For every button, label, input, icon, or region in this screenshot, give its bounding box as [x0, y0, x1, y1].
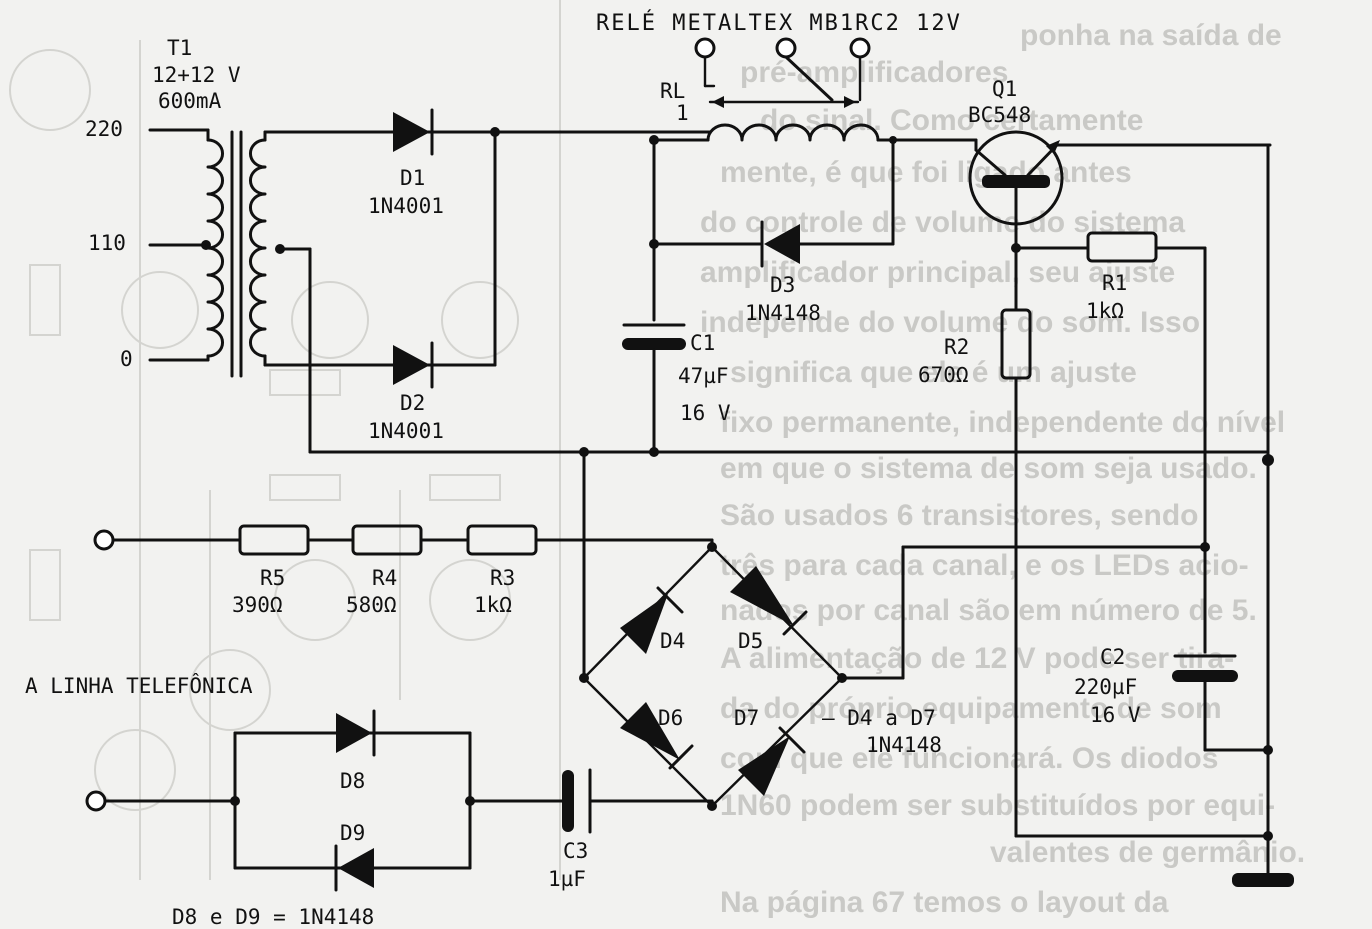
bg-line-19: Na página 67 temos o layout da: [720, 886, 1169, 919]
d8-d9-note: D8 e D9 = 1N4148: [172, 905, 374, 929]
q1-label: Q1: [992, 77, 1017, 101]
bg-line-2: pré-amplificadores: [740, 56, 1008, 89]
r4-label: R4: [372, 566, 397, 590]
diode-d6: [620, 702, 694, 770]
d7-label: D7: [734, 706, 759, 730]
capacitor-c2: C2 220µF 16 V: [1074, 645, 1270, 752]
resistor-r5: [238, 524, 310, 556]
bg-line-18: valentes de germânio.: [990, 836, 1305, 869]
phone-line-label: A LINHA TELEFÔNICA: [25, 673, 253, 698]
resistor-r1: R1 1kΩ: [1014, 231, 1210, 654]
d4-d7-note: — D4 a D7: [822, 706, 936, 730]
input-0-label: 0: [120, 347, 133, 371]
transformer-t1: T1 12+12 V 600mA 220 110 0: [85, 36, 285, 378]
t1-rating-label: 12+12 V: [152, 63, 241, 87]
ground-rail: [579, 143, 1294, 887]
ground-symbol: [1232, 873, 1294, 887]
resistor-r3: [466, 524, 538, 556]
c3-value-label: 1µF: [548, 867, 586, 891]
bg-line-7: independe do volume do som. Isso: [700, 306, 1200, 339]
capacitor-c3: C3 1µF: [468, 768, 714, 891]
bg-line-3: do sinal. Como certamente: [760, 104, 1143, 137]
d4-d7-part-label: 1N4148: [866, 733, 942, 757]
r1-label: R1: [1102, 271, 1127, 295]
bg-line-16: com que ele funcionará. Os diodos: [720, 742, 1218, 775]
bg-line-14: A alimentação de 12 V pode ser tira-: [720, 642, 1234, 675]
relay-title: RELÉ METALTEX MB1RC2 12V: [596, 10, 962, 36]
input-terminal-top: [93, 529, 115, 551]
bg-line-11: São usados 6 transistores, sendo: [720, 499, 1199, 532]
diode-d4: [620, 586, 684, 654]
d5-label: D5: [738, 629, 763, 653]
c2-value-label: 220µF: [1074, 675, 1137, 699]
bg-line-9: fixo permanente, independente do nível: [720, 406, 1285, 439]
c2-label: C2: [1100, 645, 1125, 669]
resistor-r2: R2 670Ω: [918, 308, 1032, 838]
c1-voltage-label: 16 V: [680, 401, 731, 425]
r5-value-label: 390Ω: [232, 593, 283, 617]
d3-label: D3: [770, 273, 795, 297]
r2-value-label: 670Ω: [918, 363, 969, 387]
d4-label: D4: [660, 629, 685, 653]
r5-label: R5: [260, 566, 285, 590]
diode-d2: D2 1N4001: [368, 341, 444, 443]
bg-line-4: mente, é que foi ligado antes: [720, 156, 1132, 189]
d1-part-label: 1N4001: [368, 194, 444, 218]
d2-part-label: 1N4001: [368, 419, 444, 443]
d3-part-label: 1N4148: [745, 301, 821, 325]
diode-d3: D3 1N4148: [652, 136, 897, 325]
input-220-label: 220: [85, 117, 123, 141]
input-resistor-chain: R5 390Ω R4 580Ω R3 1kΩ A LINHA TELEFÔNIC…: [25, 524, 714, 698]
t1-current-label: 600mA: [158, 89, 222, 113]
resistor-r4: [351, 524, 423, 556]
diode-d1: D1 1N4001: [368, 108, 444, 218]
diode-pair-d8-d9: D8 D9 D8 e D9 = 1N4148: [85, 709, 475, 929]
bg-line-12: três para cada canal, e os LEDs acio-: [720, 549, 1249, 582]
bg-line-15: da do próprio equipamento de som: [720, 692, 1222, 725]
r4-value-label: 580Ω: [346, 593, 397, 617]
capacitor-c1: C1 47µF 16 V: [622, 135, 731, 457]
rl-label: RL: [660, 79, 685, 103]
bg-line-17: 1N60 podem ser substituídos por equi-: [720, 789, 1275, 822]
c2-voltage-label: 16 V: [1090, 703, 1141, 727]
input-110-label: 110: [88, 231, 126, 255]
bg-line-10: em que o sistema de som seja usado.: [720, 452, 1257, 485]
d8-label: D8: [340, 769, 365, 793]
r1-value-label: 1kΩ: [1086, 299, 1124, 323]
background-bleed-text: ponha na saída de pré-amplificadores do …: [700, 19, 1305, 919]
r2-label: R2: [944, 335, 969, 359]
rl-number-label: 1: [676, 101, 689, 125]
diode-d5: [730, 566, 808, 636]
input-terminal-bottom: [85, 790, 107, 812]
c3-label: C3: [563, 839, 588, 863]
transistor-q1: Q1 BC548: [968, 77, 1272, 312]
c1-value-label: 47µF: [678, 364, 729, 388]
d9-label: D9: [340, 821, 365, 845]
q1-part-label: BC548: [968, 103, 1031, 127]
d6-label: D6: [658, 706, 683, 730]
bg-line-13: nados por canal são em número de 5.: [720, 594, 1257, 627]
rectifier-wiring: [263, 127, 1270, 454]
d2-label: D2: [400, 391, 425, 415]
diode-d7: [738, 726, 806, 796]
bg-line-8: significa que ele é um ajuste: [730, 356, 1137, 389]
relay-rl1: RL 1: [652, 37, 978, 152]
d1-label: D1: [400, 166, 425, 190]
r3-label: R3: [490, 566, 515, 590]
c1-label: C1: [690, 331, 715, 355]
r3-value-label: 1kΩ: [474, 593, 512, 617]
t1-name-label: T1: [167, 36, 192, 60]
bg-line-1: ponha na saída de: [1020, 19, 1282, 52]
